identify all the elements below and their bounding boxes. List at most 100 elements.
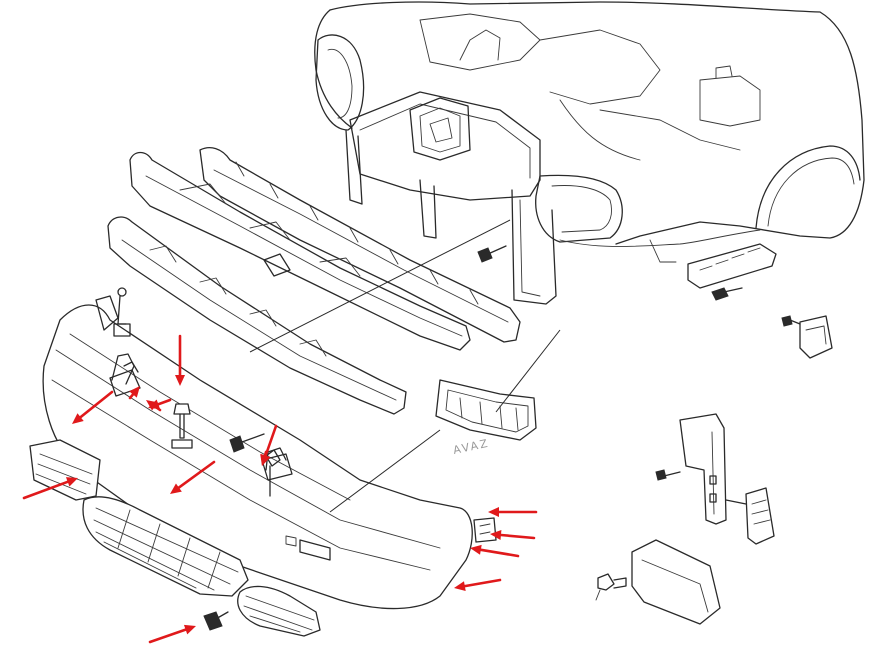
red-arrow-head — [488, 507, 499, 517]
upper-bolt-shank — [487, 245, 507, 255]
tall-bracket — [679, 413, 727, 525]
center-insert-inner — [445, 389, 529, 433]
leader-line-3 — [495, 329, 561, 413]
connector-socket — [613, 577, 627, 589]
tall-bracket-edge — [711, 431, 715, 515]
impact-beam-upper — [199, 147, 521, 343]
engine-block — [419, 13, 541, 71]
side-bracket-top-screw — [781, 315, 793, 327]
red-arrow-shaft — [177, 460, 216, 489]
engine-hose — [599, 109, 741, 151]
wiring-branch — [649, 239, 677, 263]
red-arrow-7 — [488, 507, 538, 517]
headlight-left — [315, 34, 365, 131]
side-marker-small — [285, 535, 297, 547]
upper-bolt-head — [477, 247, 493, 263]
center-insert-body — [435, 379, 537, 441]
vertical-bolt-washer — [171, 439, 193, 449]
lower-grille-center — [82, 496, 249, 597]
red-arrow-head — [72, 413, 84, 424]
bumper-cover-top-lip — [69, 333, 351, 501]
red-arrow-shaft — [264, 424, 278, 457]
lower-grille-center-body — [82, 496, 249, 597]
bumper-center-insert — [435, 379, 537, 441]
red-arrow-head — [65, 477, 78, 487]
red-arrow-shaft — [463, 578, 502, 588]
bumper-mount-tab-right — [473, 517, 497, 543]
bumper-cover-body — [42, 304, 473, 610]
leader-line-1 — [249, 219, 511, 353]
red-arrow-13 — [148, 398, 172, 409]
headlight-right-inner — [551, 185, 612, 233]
bottom-screw-head — [203, 611, 223, 631]
bumper-cover-crease-lower — [51, 379, 431, 571]
support-left-vertical — [345, 129, 363, 205]
support-right-vertical — [511, 189, 557, 305]
tall-bracket-holes — [709, 475, 717, 503]
bumper-cover-crease-upper — [55, 349, 441, 549]
red-arrow-shaft — [128, 393, 135, 400]
engine-bracket — [459, 29, 501, 61]
bumper-bolt-head — [229, 435, 245, 453]
fasteners — [113, 245, 507, 631]
small-clip-leg — [117, 295, 127, 325]
red-arrow-head — [454, 581, 466, 592]
license-plate-holder — [631, 539, 721, 625]
watermark-text: AVAZ — [452, 437, 491, 457]
headlight-left-inner — [327, 48, 353, 119]
lower-grille-center-slats — [93, 507, 239, 591]
lower-grille-left-body — [29, 439, 101, 501]
bumper-reinforcement — [107, 216, 407, 415]
side-marker — [299, 539, 331, 561]
car-front-body — [314, 1, 865, 305]
energy-absorber-upper — [129, 151, 471, 351]
red-arrow-1 — [175, 334, 185, 386]
energy-absorber-upper-ridge — [145, 175, 463, 337]
fender-left-edge — [314, 9, 353, 129]
bumper-bolt-shank — [241, 433, 265, 443]
hood-outline — [329, 1, 865, 245]
red-arrow-5 — [170, 460, 216, 494]
side-bracket-top-screw-shank — [789, 319, 801, 325]
red-arrow-shaft — [79, 390, 114, 419]
red-arrow-shaft — [148, 628, 187, 644]
radiator-support — [349, 91, 541, 201]
clip-bracket-ribs — [751, 499, 771, 525]
hood-latch — [429, 117, 453, 143]
lock-carrier — [409, 97, 471, 161]
energy-absorber-upper-pockets — [179, 183, 361, 277]
left-mount-bracket — [111, 353, 135, 385]
red-arrow-shaft — [479, 548, 520, 558]
wheel-arch-inner — [767, 157, 855, 227]
small-clip-left — [117, 287, 127, 297]
red-arrow-head — [175, 375, 185, 386]
clip-bracket-leader — [725, 499, 747, 505]
radiator-support-inner — [359, 103, 531, 179]
lower-grille-right-slats — [243, 595, 315, 633]
small-clip-nut — [113, 323, 131, 337]
lock-carrier-inner — [419, 107, 461, 153]
red-arrow-9 — [470, 544, 520, 558]
leader-line-2 — [329, 429, 441, 513]
lower-grille-right — [237, 585, 321, 637]
impact-beam-upper-body — [199, 147, 521, 343]
energy-absorber-clip — [263, 253, 291, 277]
support-center-vertical — [419, 179, 437, 239]
fender-bracket-slots — [699, 247, 761, 271]
lower-grille-center-bars — [117, 509, 221, 589]
red-arrow-11 — [148, 624, 196, 644]
coolant-reservoir — [699, 75, 761, 127]
vertical-bolt-head — [173, 403, 191, 415]
license-plate-holder-inner — [641, 559, 709, 613]
red-arrow-head — [170, 483, 182, 494]
bumper-reinforcement-body — [107, 216, 407, 415]
red-arrow-head — [129, 386, 140, 398]
red-arrow-14 — [260, 450, 270, 466]
left-mount-bracket-detail — [123, 361, 139, 373]
side-clip — [265, 449, 281, 467]
impact-beam-upper-ribs — [235, 161, 479, 305]
red-arrow-head — [490, 530, 502, 540]
vertical-bolt-shank — [179, 413, 185, 439]
red-arrow-8 — [490, 530, 536, 540]
red-arrow-head — [148, 399, 161, 409]
